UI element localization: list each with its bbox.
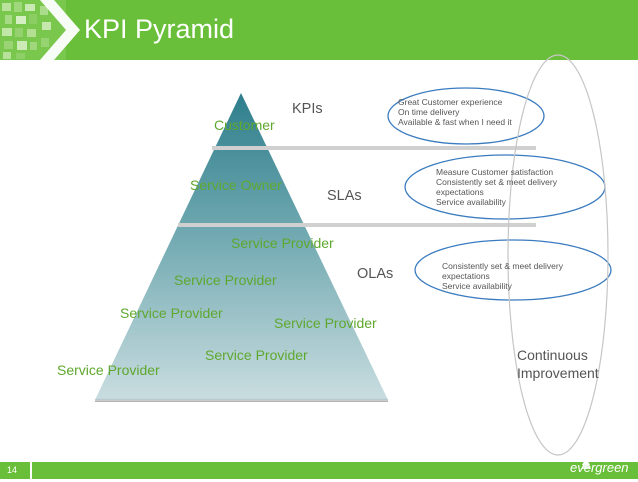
service-provider-label: Service Provider xyxy=(274,315,377,331)
oval-line: expectations xyxy=(436,187,484,197)
service-owner-label: Service Owner xyxy=(190,177,282,193)
slas-label: SLAs xyxy=(327,188,362,204)
oval-line: Service availability xyxy=(436,197,506,207)
kpis-oval-text: Great Customer experience On time delive… xyxy=(398,97,512,127)
service-provider-label: Service Provider xyxy=(120,305,223,321)
footer-bar xyxy=(32,462,638,479)
pyramid-shape xyxy=(95,93,388,400)
kpis-label: KPIs xyxy=(292,101,323,117)
service-provider-label: Service Provider xyxy=(231,235,334,251)
oval-line: Great Customer experience xyxy=(398,97,503,107)
oval-line: Available & fast when I need it xyxy=(398,117,512,127)
oval-line: On time delivery xyxy=(398,107,460,117)
olas-oval-text: Consistently set & meet delivery expecta… xyxy=(442,261,563,291)
service-provider-label: Service Provider xyxy=(57,362,160,378)
oval-line: Service availability xyxy=(442,281,512,291)
kpis-oval xyxy=(387,87,545,145)
ci-line: Improvement xyxy=(517,365,599,381)
slide-title: KPI Pyramid xyxy=(84,14,235,44)
oval-line: Consistently set & meet delivery xyxy=(442,261,563,271)
page-number: 14 xyxy=(7,465,18,475)
header-bar: KPI Pyramid xyxy=(0,0,638,60)
ci-line: Continuous xyxy=(517,347,588,363)
olas-label: OLAs xyxy=(357,266,394,282)
olas-oval xyxy=(414,239,612,301)
logo-text: evergreen xyxy=(570,460,629,475)
page-number-box xyxy=(0,462,30,479)
customer-label: Customer xyxy=(214,117,275,133)
oval-line: expectations xyxy=(442,271,490,281)
evergreen-logo-icon xyxy=(581,458,591,469)
service-provider-label: Service Provider xyxy=(205,347,308,363)
continuous-improvement-label: Continuous Improvement xyxy=(517,346,599,382)
oval-line: Consistently set & meet delivery xyxy=(436,177,557,187)
chevron-divider-icon xyxy=(40,0,80,60)
slas-oval-text: Measure Customer satisfaction Consistent… xyxy=(436,167,557,207)
service-provider-label: Service Provider xyxy=(174,272,277,288)
oval-line: Measure Customer satisfaction xyxy=(436,167,554,177)
continuous-improvement-oval xyxy=(507,54,609,456)
pyramid-shadow xyxy=(95,398,388,402)
